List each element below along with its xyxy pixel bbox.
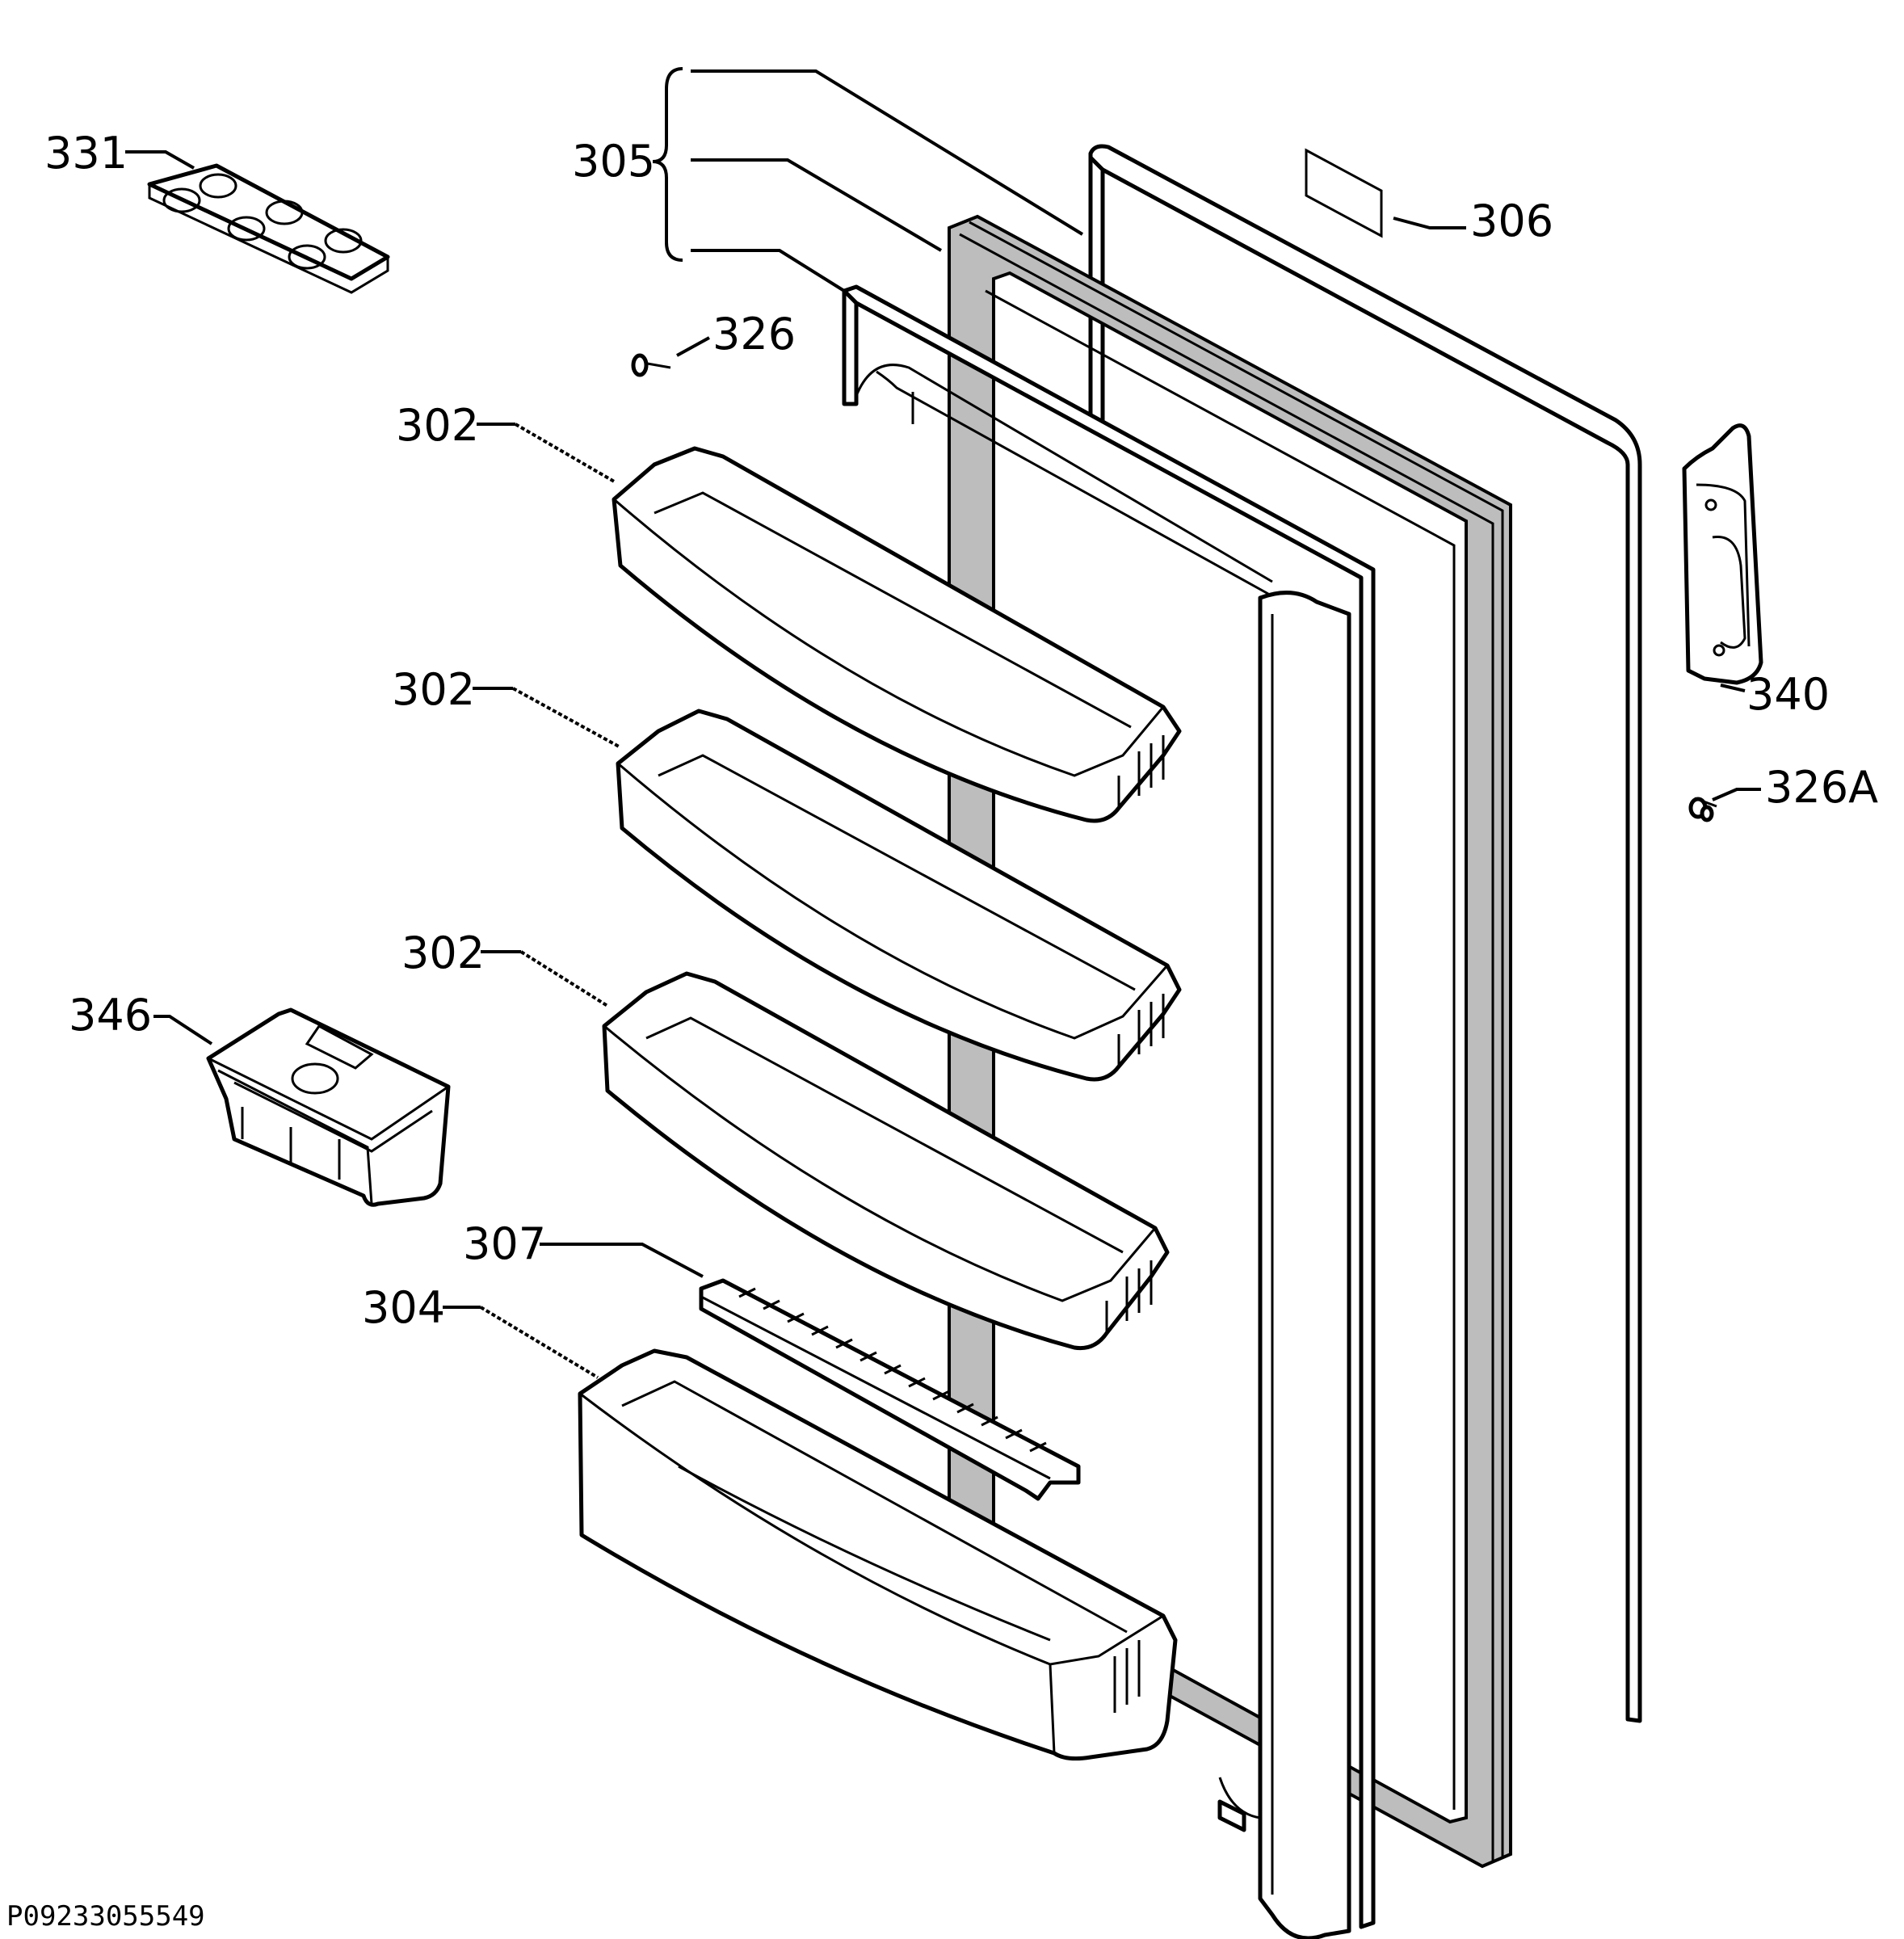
callout-307: 307 <box>463 1218 546 1269</box>
bottle-tray-304 <box>578 1348 1178 1761</box>
callout-326: 326 <box>712 309 796 360</box>
drawing-code: P09233055549 <box>6 1900 205 1933</box>
callout-305: 305 <box>572 136 655 187</box>
bottle-rack-307 <box>699 1278 1081 1501</box>
callout-302-top: 302 <box>396 400 479 451</box>
dairy-compartment-346 <box>206 1007 451 1207</box>
door-inner-liner-305 <box>842 284 1376 1939</box>
door-handle-340 <box>1682 423 1763 685</box>
callout-331: 331 <box>44 128 128 179</box>
callout-346: 346 <box>69 990 152 1041</box>
rating-plate-306 <box>1305 148 1383 238</box>
brace-305 <box>652 67 683 262</box>
callout-326A: 326A <box>1765 762 1878 813</box>
egg-tray-331 <box>147 163 390 294</box>
screw-326 <box>631 353 671 377</box>
door-shelf-302-middle <box>616 709 1182 1082</box>
callout-302-middle: 302 <box>392 664 475 715</box>
door-shelf-302-top <box>612 446 1182 823</box>
screw-326A <box>1688 797 1717 822</box>
callout-labels: 331 305 306 326 302 302 302 340 326A 346… <box>44 128 1878 1333</box>
callout-306: 306 <box>1470 196 1553 246</box>
callout-340: 340 <box>1746 669 1830 720</box>
callout-304: 304 <box>362 1282 445 1333</box>
door-shelf-302-bottom <box>602 971 1170 1351</box>
callout-302-bottom: 302 <box>401 927 485 978</box>
leader-lines <box>125 67 1761 1379</box>
